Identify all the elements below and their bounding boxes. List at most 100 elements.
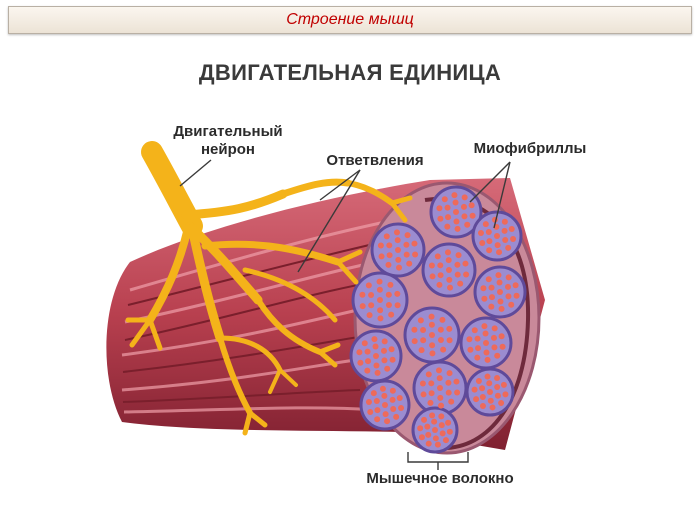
myofibril-dot bbox=[356, 349, 363, 356]
myofibril-dot bbox=[448, 398, 455, 405]
myofibril-dot bbox=[501, 218, 508, 225]
myofibril-dot bbox=[379, 385, 386, 392]
myofibril-dot bbox=[496, 249, 503, 256]
slide-title: Строение мышц bbox=[286, 11, 414, 28]
myofibril-dot bbox=[498, 400, 505, 407]
myofibril-dot bbox=[395, 247, 401, 253]
myofibril-dot bbox=[373, 353, 379, 359]
myofibril-dot bbox=[455, 252, 462, 259]
myofibril-dot bbox=[485, 228, 492, 235]
myofibril-dot bbox=[428, 262, 435, 269]
myofibril-dot bbox=[454, 389, 461, 396]
myofibril-dot bbox=[484, 373, 491, 380]
myofibril-dot bbox=[453, 218, 460, 225]
myofibril-dot bbox=[406, 260, 413, 267]
myofibril-dot bbox=[479, 239, 486, 246]
myofibril-dot bbox=[386, 242, 393, 249]
myofibril-dot bbox=[494, 383, 501, 390]
myofibril-dot bbox=[464, 221, 471, 228]
myofibril-dot bbox=[481, 323, 488, 330]
myofibril-dot bbox=[502, 391, 509, 398]
myofibril-dot bbox=[446, 276, 453, 283]
myofibril-dot bbox=[383, 233, 390, 240]
myofibril-dot bbox=[480, 285, 487, 292]
myofibril-dot bbox=[498, 305, 505, 312]
myofibril-dot bbox=[479, 385, 486, 392]
myofibril-dot bbox=[460, 203, 467, 210]
myofibril-dot bbox=[445, 389, 452, 396]
myofibril-dot bbox=[495, 272, 502, 279]
myofibril-dot bbox=[440, 346, 447, 353]
myofibril-dot bbox=[425, 440, 432, 447]
myofibril-dot bbox=[446, 337, 453, 344]
myofibril-dot bbox=[427, 399, 434, 406]
myofibril-dot bbox=[504, 283, 511, 290]
myofibril-dot bbox=[497, 289, 503, 295]
label-branches: Ответвления bbox=[326, 152, 424, 169]
myofibril-dot bbox=[424, 423, 431, 430]
myofibril-dot bbox=[505, 244, 512, 251]
myofibril-dot bbox=[496, 279, 503, 286]
myofibril-dot bbox=[445, 379, 452, 386]
myofibril-dot bbox=[445, 214, 452, 221]
myofibril-dot bbox=[471, 327, 478, 334]
motor-neuron bbox=[125, 141, 413, 436]
myofibril-dot bbox=[481, 295, 488, 302]
myofibril-dot bbox=[377, 315, 384, 322]
myofibril-dot bbox=[381, 392, 388, 399]
myofibril-dot bbox=[483, 349, 490, 356]
myofibril-dot bbox=[381, 357, 388, 364]
myofibril-dot bbox=[494, 352, 501, 359]
myofibril-dot bbox=[365, 398, 372, 405]
myofibril-dot bbox=[403, 241, 410, 248]
myofibril-dot bbox=[452, 199, 459, 206]
myofibril-dot bbox=[437, 326, 444, 333]
label-muscle-fiber: Мышечное волокно bbox=[366, 470, 514, 487]
myofibril-dot bbox=[486, 247, 493, 254]
myofibril-dot bbox=[469, 212, 476, 219]
myofibril-dot bbox=[471, 386, 478, 393]
myofibril-dot bbox=[419, 380, 426, 387]
myofibril-dot bbox=[434, 253, 441, 260]
myofibril-dot bbox=[428, 321, 435, 328]
myofibril-dot bbox=[428, 313, 435, 320]
myofibril-dot bbox=[491, 344, 498, 351]
myofibril-dot bbox=[489, 294, 496, 301]
myofibril-dot bbox=[437, 215, 444, 222]
myofibril-dot bbox=[377, 242, 384, 249]
myofibril-dot bbox=[377, 297, 383, 303]
myofibril-dot bbox=[394, 290, 401, 297]
label-motor-neuron: Двигательный нейрон bbox=[148, 123, 308, 159]
myofibril-dot bbox=[385, 302, 392, 309]
myofibril-dot bbox=[486, 380, 493, 387]
myofibril-dot bbox=[445, 419, 452, 426]
myofibril-dot bbox=[474, 354, 481, 361]
myofibril-dot bbox=[461, 213, 468, 220]
myofibril-dot bbox=[385, 261, 392, 268]
myofibril-dot bbox=[403, 251, 410, 258]
myofibril-dot bbox=[359, 303, 366, 310]
myofibril-dot bbox=[442, 437, 449, 444]
myofibril-dot bbox=[390, 406, 397, 413]
myofibril-dot bbox=[393, 413, 400, 420]
myofibril-dot bbox=[381, 338, 388, 345]
myofibril-dot bbox=[394, 237, 401, 244]
myofibril-dot bbox=[494, 242, 501, 249]
myofibril-dot bbox=[389, 356, 396, 363]
myofibril-dot bbox=[366, 312, 373, 319]
myofibril-dot bbox=[500, 381, 507, 388]
myofibril-dot bbox=[487, 397, 494, 404]
myofibril-dot bbox=[494, 392, 501, 399]
myofibril-dot bbox=[370, 390, 377, 397]
myofibril-dot bbox=[394, 302, 401, 309]
myofibril-dot bbox=[384, 365, 391, 372]
myofibril-dot bbox=[368, 291, 375, 298]
myofibril-dot bbox=[365, 358, 372, 365]
myofibril-dot bbox=[364, 348, 371, 355]
myofibril-dot bbox=[429, 412, 436, 419]
myofibril-dot bbox=[429, 273, 436, 280]
myofibril-dot bbox=[412, 251, 419, 258]
myofibril-dot bbox=[396, 264, 403, 271]
myofibril-dot bbox=[384, 418, 391, 425]
myofibril-dot bbox=[389, 396, 396, 403]
